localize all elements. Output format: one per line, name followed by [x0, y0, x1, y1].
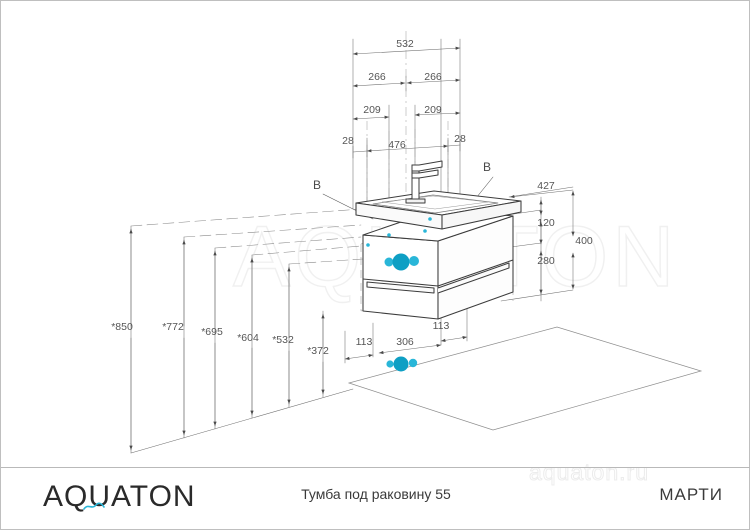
url-watermark: aquaton.ru [529, 459, 649, 486]
dimension-label: 113 [356, 336, 373, 348]
sheet-footer: AQUATON Тумба под раковину 55 МАРТИ [1, 467, 750, 529]
model-name: МАРТИ [659, 485, 723, 504]
dimension-label: 120 [537, 217, 555, 229]
dimension-label: *695 [201, 326, 223, 338]
dimension-label: 400 [575, 235, 593, 247]
section-marker: B [483, 160, 491, 174]
dimension-label: 113 [433, 320, 450, 332]
aquaton-logo: AQUATON [43, 480, 196, 514]
dimension-label: *850 [111, 321, 133, 333]
dimension-label: *372 [307, 345, 329, 357]
section-marker: B [313, 178, 321, 192]
logo-text: AQUATON [43, 480, 196, 513]
dimension-label: 476 [388, 139, 406, 151]
dimension-label: 209 [363, 104, 381, 116]
drawing-title: Тумба под раковину 55 [301, 486, 451, 502]
highlight-dot [392, 253, 410, 271]
dimension-label: *772 [162, 321, 184, 333]
highlight-dot [409, 256, 419, 266]
dimension-label: *532 [272, 334, 294, 346]
highlight-dot [393, 356, 409, 372]
dimension-label: 266 [424, 71, 442, 83]
dimension-label: *604 [237, 332, 259, 344]
dimension-label: 427 [537, 180, 555, 192]
highlight-dot [423, 229, 427, 233]
dimension-label: 266 [368, 71, 386, 83]
highlight-dot [386, 360, 394, 368]
dimension-label: 28 [454, 133, 466, 145]
logo-swoosh-icon [83, 502, 105, 510]
dimension-label: 209 [424, 104, 442, 116]
dimension-network [129, 38, 575, 454]
washbasin [355, 190, 522, 230]
highlight-dot [366, 243, 370, 247]
highlight-markers [366, 217, 432, 372]
dimension-label: 532 [396, 38, 414, 50]
highlight-dot [428, 217, 432, 221]
faucet [405, 160, 443, 204]
highlight-dot [387, 233, 391, 237]
dimension-label: 28 [342, 135, 354, 147]
floor-plane [347, 326, 703, 431]
dimension-label: 280 [537, 255, 555, 267]
highlight-dot [384, 257, 394, 267]
dimension-label: 306 [396, 336, 414, 348]
highlight-dot [408, 358, 418, 368]
